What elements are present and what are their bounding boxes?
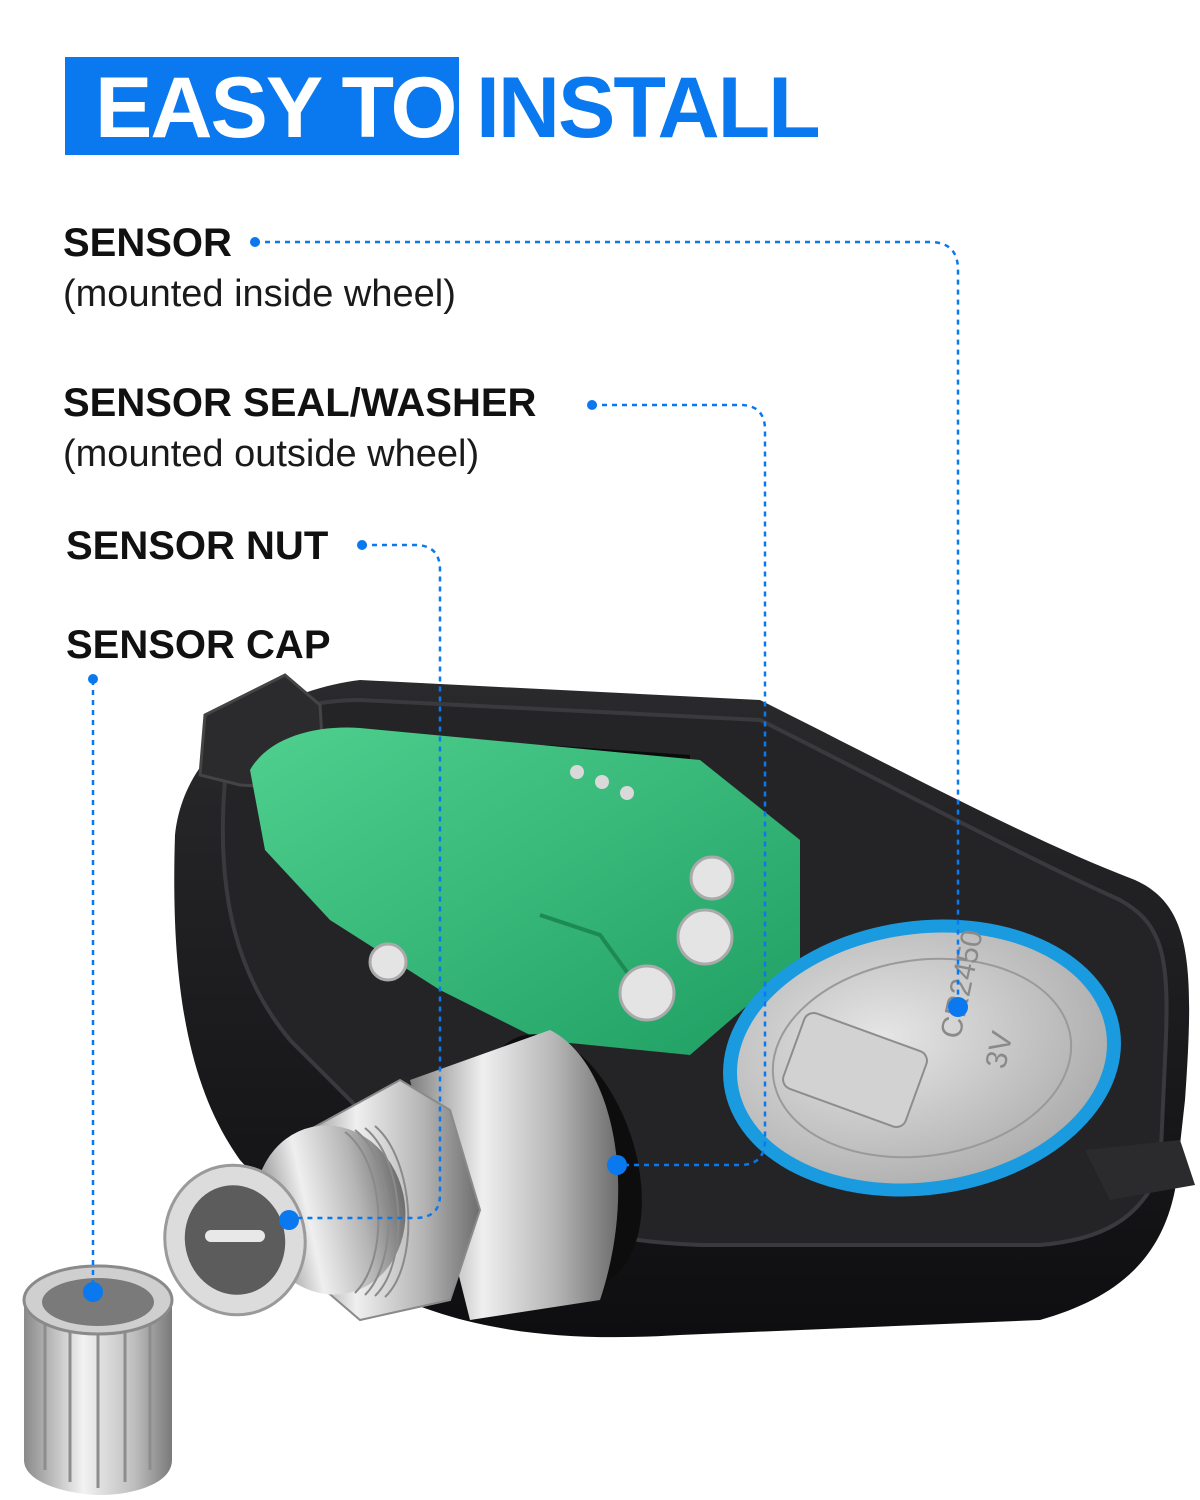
label-sensor-nut: SENSOR NUT [66, 524, 329, 568]
label-sensor-cap: SENSOR CAP [66, 623, 331, 667]
callout-dot-seal-end [607, 1155, 627, 1175]
title-highlight-text: EASY TO [95, 60, 457, 156]
coin-battery: CR2450 3V [723, 919, 1121, 1197]
callout-dot-cap-start [88, 674, 98, 684]
callout-dot-cap-end [83, 1282, 103, 1302]
label-sensor: SENSOR [63, 221, 232, 265]
title-highlight-box [65, 57, 459, 155]
label-seal-washer-note: (mounted outside wheel) [63, 433, 480, 475]
callout-dot-nut-start [357, 540, 367, 550]
callout-dot-nut-end [279, 1210, 299, 1230]
callout-dot-sensor-start [250, 237, 260, 247]
battery-voltage-text: 3V [980, 1029, 1020, 1072]
callout-line-seal [592, 403, 767, 1167]
callout-dot-seal-start [587, 400, 597, 410]
valve-stem [163, 1030, 642, 1322]
circuit-board [250, 727, 800, 1055]
callout-dot-sensor-end [948, 997, 968, 1017]
title-rest-text: INSTALL [476, 60, 821, 156]
label-seal-washer: SENSOR SEAL/WASHER [63, 381, 537, 425]
label-sensor-note: (mounted inside wheel) [63, 273, 456, 315]
callout-lines [91, 240, 960, 1290]
callout-line-sensor [255, 240, 960, 1005]
callout-dots [83, 237, 968, 1302]
callout-line-nut [290, 543, 442, 1220]
